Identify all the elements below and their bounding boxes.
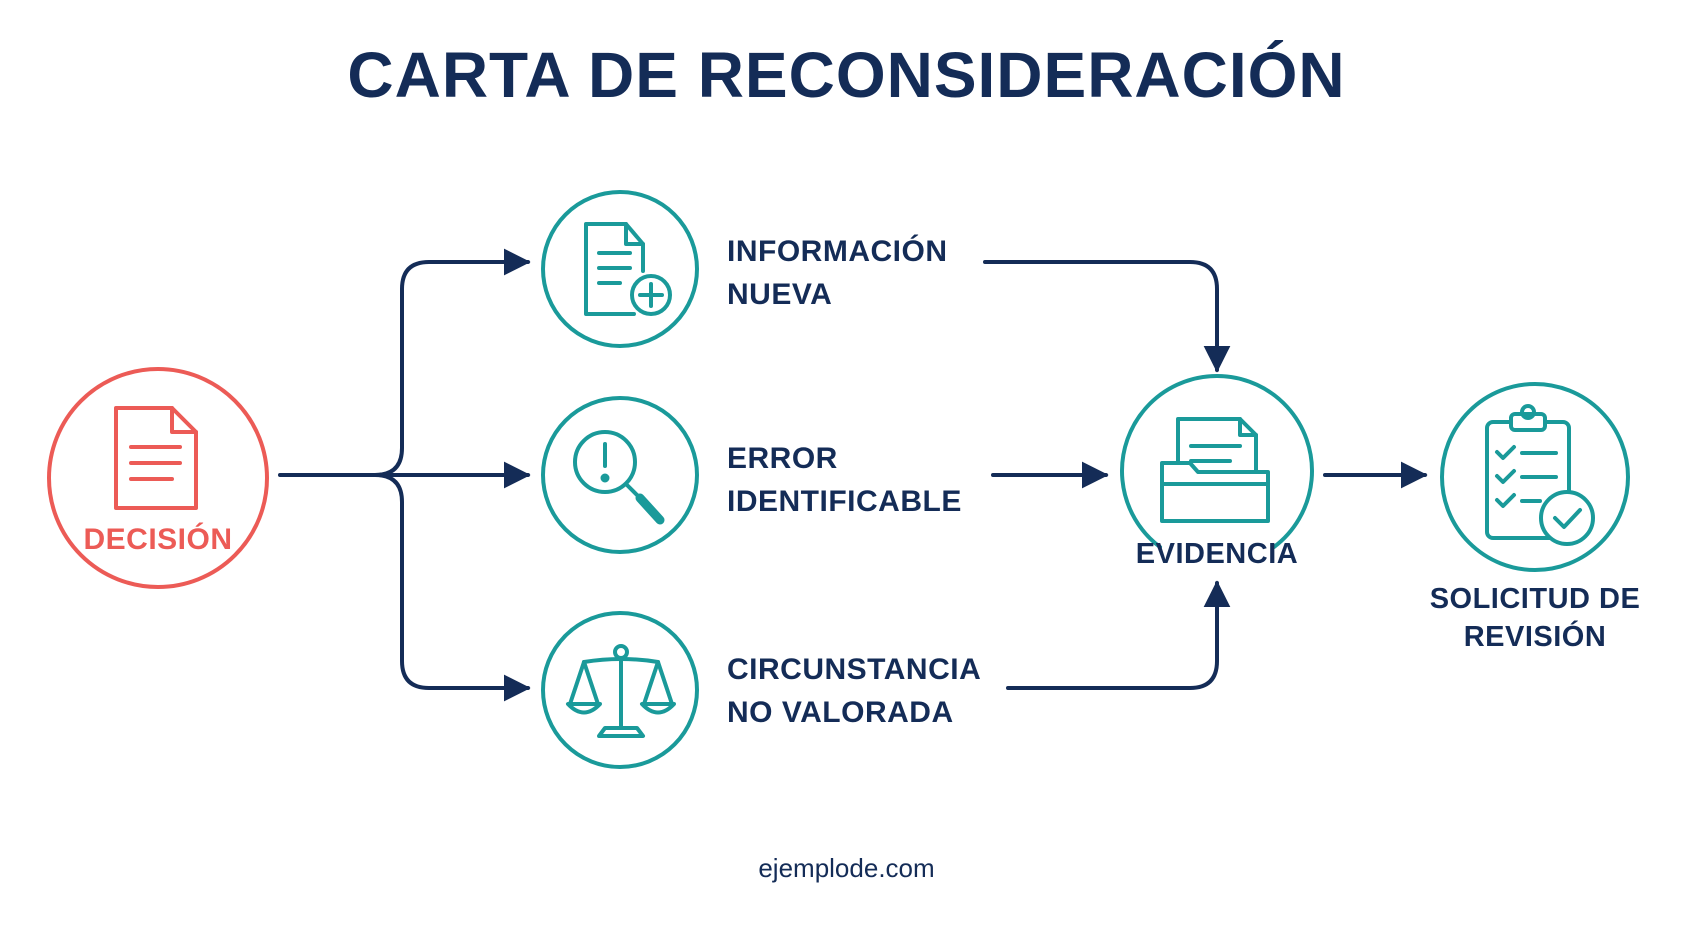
document-icon (114, 406, 198, 510)
evidencia-label: EVIDENCIA (1135, 538, 1299, 570)
clipboard-check-icon (1485, 404, 1595, 546)
error-identificable-label: ERROR IDENTIFICABLE (727, 437, 962, 523)
folder-icon (1160, 417, 1270, 523)
connector-to-circunstancia (373, 473, 531, 702)
connector-to-informacion (373, 248, 531, 477)
circunstancia-line1: CIRCUNSTANCIA (727, 653, 982, 686)
error-identificable-line1: ERROR (727, 442, 838, 475)
connector-informacion-to-evidencia (983, 260, 1231, 373)
solicitud-node (1440, 382, 1630, 572)
magnifier-alert-icon (573, 430, 665, 525)
informacion-nueva-line1: INFORMACIÓN (727, 235, 948, 268)
solicitud-line1: SOLICITUD DE (1429, 583, 1641, 615)
decision-label: DECISIÓN (83, 523, 233, 556)
document-plus-icon (584, 222, 672, 316)
error-identificable-node (541, 396, 699, 554)
informacion-nueva-node (541, 190, 699, 348)
scales-icon (566, 644, 676, 738)
solicitud-line2: REVISIÓN (1463, 621, 1607, 653)
page-title: CARTA DE RECONSIDERACIÓN (347, 39, 1346, 111)
evidencia-node (1120, 374, 1314, 549)
circunstancia-line2: NO VALORADA (727, 696, 954, 729)
informacion-nueva-label: INFORMACIÓN NUEVA (727, 230, 947, 316)
error-identificable-line2: IDENTIFICABLE (727, 485, 962, 518)
circunstancia-label: CIRCUNSTANCIA NO VALORADA (727, 648, 981, 734)
solicitud-label: SOLICITUD DE REVISIÓN (1420, 580, 1650, 656)
footer-site: ejemplode.com (758, 853, 935, 883)
informacion-nueva-line2: NUEVA (727, 278, 833, 311)
decision-node (47, 367, 269, 589)
circunstancia-node (541, 611, 699, 769)
connector-circunstancia-to-evidencia (1006, 580, 1231, 690)
